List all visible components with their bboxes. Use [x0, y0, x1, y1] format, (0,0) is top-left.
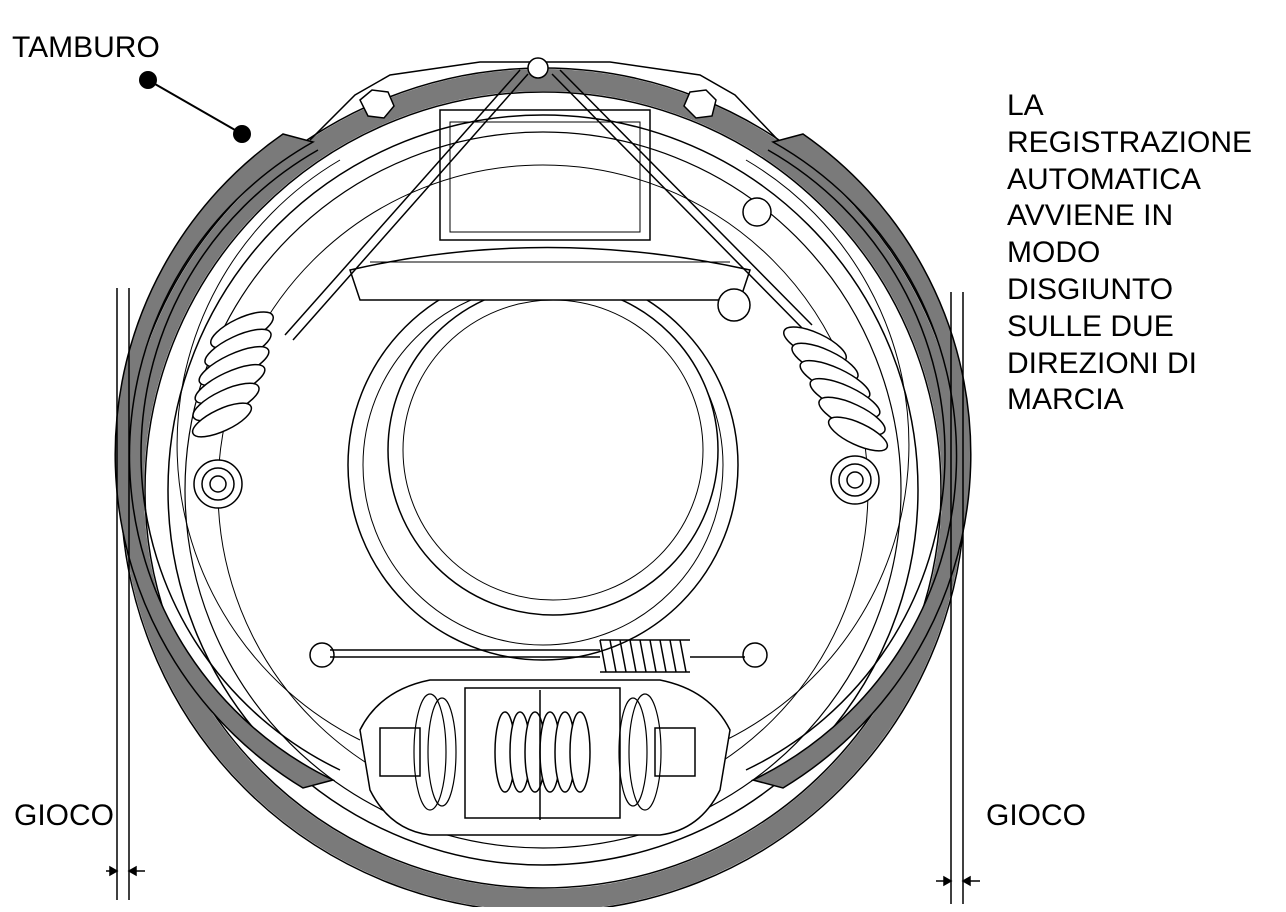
- left-shoe-web: [140, 149, 341, 771]
- hole-right-mid: [717, 288, 751, 322]
- right-rod-b: [551, 73, 805, 331]
- adjuster-left-wheel: [413, 693, 457, 811]
- adjuster-right-wheel: [618, 693, 662, 811]
- right-shoe-lining: [750, 133, 972, 789]
- note-line: AUTOMATICA: [1007, 162, 1201, 196]
- adjustment-note: LA REGISTRAZIONE AUTOMATICA AVVIENE IN M…: [1007, 88, 1252, 419]
- left-upper-spring: [191, 311, 274, 438]
- hex-bolt-right: [683, 89, 717, 119]
- anchor-block-inner: [449, 121, 641, 233]
- hold-down-pin-left: [193, 459, 243, 509]
- left-rod-a: [284, 69, 521, 336]
- drum-ring: [122, 69, 964, 911]
- left-rod-b: [292, 73, 529, 341]
- note-line: REGISTRAZIONE: [1007, 125, 1253, 159]
- anchor-cross-bar: [349, 246, 751, 301]
- hold-down-pin-right: [830, 455, 880, 505]
- backing-plate-outer: [167, 114, 919, 866]
- lower-pin-left: [309, 642, 335, 668]
- clearance-left-arrow: [106, 865, 145, 877]
- drum-inner-edge: [144, 91, 942, 889]
- backing-plate-inner: [184, 131, 902, 849]
- note-line: MARCIA: [1007, 383, 1124, 417]
- clearance-label-left: GIOCO: [14, 799, 115, 832]
- clearance-left-lines: [116, 288, 130, 900]
- note-line: DISGIUNTO: [1007, 272, 1174, 306]
- leader-dot-end: [233, 125, 251, 143]
- hub-bore: [387, 284, 719, 616]
- lower-spring: [599, 639, 690, 673]
- right-upper-spring: [783, 326, 889, 452]
- adjuster-right-block: [654, 727, 696, 777]
- right-rod-a: [559, 69, 813, 326]
- lower-pin-right: [742, 642, 768, 668]
- hex-bolt-left: [359, 89, 395, 119]
- note-line: LA: [1007, 89, 1044, 122]
- right-shoe-web-inner: [725, 159, 910, 741]
- left-shoe-web-inner: [176, 159, 361, 741]
- note-line: SULLE DUE: [1007, 309, 1174, 343]
- note-line: MODO: [1007, 236, 1101, 270]
- right-shoe-web: [745, 149, 946, 771]
- clearance-right-arrow: [936, 875, 980, 887]
- anchor-block: [439, 109, 651, 241]
- clearance-right-lines: [950, 292, 964, 904]
- adjuster-left-block: [379, 727, 421, 777]
- top-pivot: [527, 57, 549, 79]
- adjuster-spring: [494, 711, 591, 793]
- clearance-label-right: GIOCO: [986, 799, 1087, 832]
- hole-right-upper: [742, 197, 772, 227]
- left-shoe-lining: [114, 133, 336, 789]
- drum-label: TAMBURO: [12, 31, 160, 64]
- note-line: AVVIENE IN: [1007, 199, 1174, 233]
- note-line: DIREZIONI DI: [1007, 346, 1198, 380]
- leader-line: [147, 79, 243, 135]
